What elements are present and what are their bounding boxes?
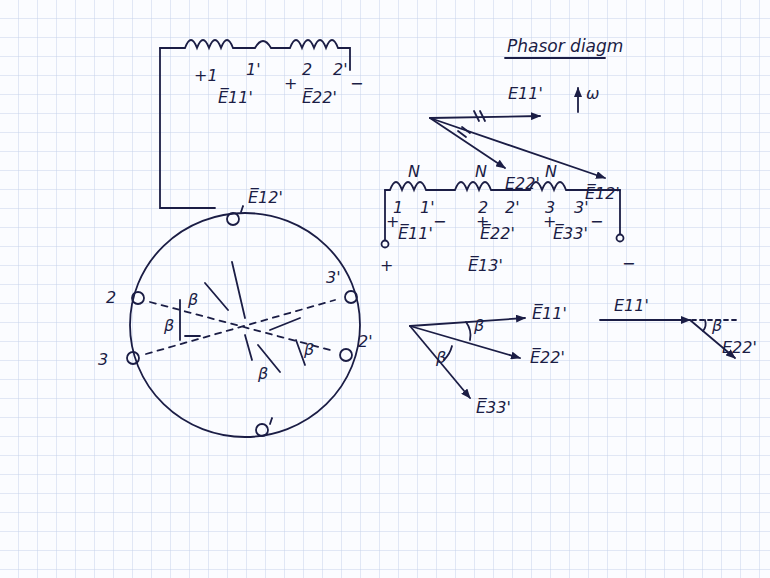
phasor-arrow	[430, 116, 540, 118]
phasor-arrow	[600, 319, 690, 321]
sketch-label: E22'	[505, 176, 540, 192]
sketch-label: 2'	[505, 200, 520, 216]
phasor-arrow	[430, 118, 505, 168]
coil-circuit	[385, 182, 620, 190]
sketch-label: −	[590, 214, 603, 230]
heading: Phasor diagm	[507, 38, 623, 55]
sketch-label: E̅33'	[476, 400, 511, 416]
phasor-arrow	[430, 118, 605, 178]
sketch-label: β	[258, 366, 268, 382]
sketch-label: N	[408, 164, 420, 180]
sketch-label: β	[164, 318, 174, 334]
sketch-label: 1'	[420, 200, 435, 216]
sketch-label: 3	[98, 352, 108, 368]
slot	[345, 291, 357, 303]
terminal	[382, 241, 389, 248]
underline	[505, 57, 605, 59]
phasor-arrow	[410, 326, 470, 398]
sketch-label: β	[436, 350, 446, 366]
rotation-arrow	[577, 88, 579, 112]
sketch-label: E̅11'	[398, 226, 433, 242]
sketch-label: β	[474, 318, 484, 334]
sketch-label: E̅12'	[585, 186, 620, 202]
sketch-label: 2	[106, 290, 116, 306]
sketch-label: β	[304, 342, 314, 358]
slot	[256, 424, 268, 436]
prime-mark	[270, 418, 272, 424]
sketch-label: E̅11'	[218, 90, 253, 106]
phasor-arrow	[410, 326, 520, 358]
sketch-label: +	[284, 76, 297, 92]
sketch-label: E̅11'	[532, 306, 567, 322]
sketch-label: 2'	[358, 334, 373, 350]
sketch-label: β	[712, 318, 722, 334]
sketch-label: E̅12'	[248, 190, 283, 206]
sketch-label: E22'	[722, 340, 757, 356]
sketch-label: ω	[586, 86, 599, 102]
terminal	[617, 235, 624, 242]
sketch-label: E̅33'	[553, 226, 588, 242]
sketch-label: N	[475, 164, 487, 180]
angle-arc	[703, 320, 706, 331]
sketch-label: −	[433, 214, 446, 230]
sketch-label: E11'	[614, 298, 649, 314]
slot	[227, 213, 239, 225]
sketch-label: +	[380, 258, 393, 274]
angle-arc	[444, 322, 471, 360]
sketch-label: +1	[194, 68, 218, 84]
sketch-label: E̅13'	[468, 258, 503, 274]
slot	[127, 352, 139, 364]
angle-lines	[180, 262, 305, 372]
sketch-label: +	[386, 214, 399, 230]
sketch-label: 1'	[246, 62, 261, 78]
tick-marks	[458, 111, 485, 137]
sketch-label: 2'	[333, 62, 348, 78]
sketch-label: −	[622, 256, 635, 272]
sketch-label: 3'	[574, 200, 589, 216]
sketch-label: −	[350, 76, 363, 92]
sketch-label: E̅22'	[302, 90, 337, 106]
stator-outline	[130, 213, 360, 437]
sketch-label: E̅22'	[480, 226, 515, 242]
slot	[132, 292, 144, 304]
sketch-label: 2	[302, 62, 312, 78]
sketch-label: N	[545, 164, 557, 180]
sketch-label: β	[188, 292, 198, 308]
slot	[340, 349, 352, 361]
sketch-label: E̅22'	[530, 350, 565, 366]
sketch-label: E11'	[508, 86, 543, 102]
prime-mark	[241, 206, 243, 212]
sketch-label: 3'	[326, 270, 341, 286]
